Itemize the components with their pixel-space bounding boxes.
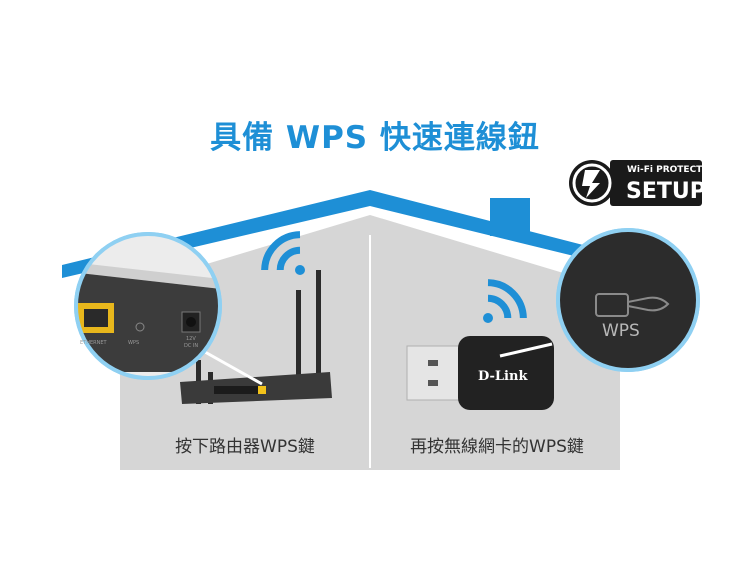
- house-roof: [62, 190, 680, 282]
- badge-line2: SETUP: [626, 179, 706, 204]
- wifi-protected-setup-icon: [569, 160, 702, 206]
- house-chimney: [490, 198, 530, 236]
- wps-badge: Wi-Fi PROTECTED SETUP: [566, 155, 716, 217]
- badge-line1: Wi-Fi PROTECTED: [627, 165, 716, 175]
- router-wps-label: WPS: [128, 340, 140, 346]
- adapter-wps-label: WPS: [602, 321, 640, 341]
- caption-adapter: 再按無線網卡的WPS鍵: [410, 437, 584, 457]
- adapter-wps-zoom: [499, 228, 700, 372]
- ethernet-label: ETHERNET: [80, 340, 107, 346]
- power-volt-label: 12V: [186, 336, 196, 342]
- wifi-icon: [483, 279, 527, 323]
- usb-adapter-image: [406, 336, 554, 410]
- wifi-icon: [261, 231, 305, 275]
- caption-router: 按下路由器WPS鍵: [175, 437, 315, 457]
- router-image: [180, 270, 332, 404]
- adapter-brand: D-Link: [478, 369, 528, 384]
- page-title: 具備 WPS 快速連線鈕: [210, 120, 540, 156]
- router-ports-zoom: [74, 232, 263, 386]
- power-dc-label: DC IN: [184, 343, 199, 349]
